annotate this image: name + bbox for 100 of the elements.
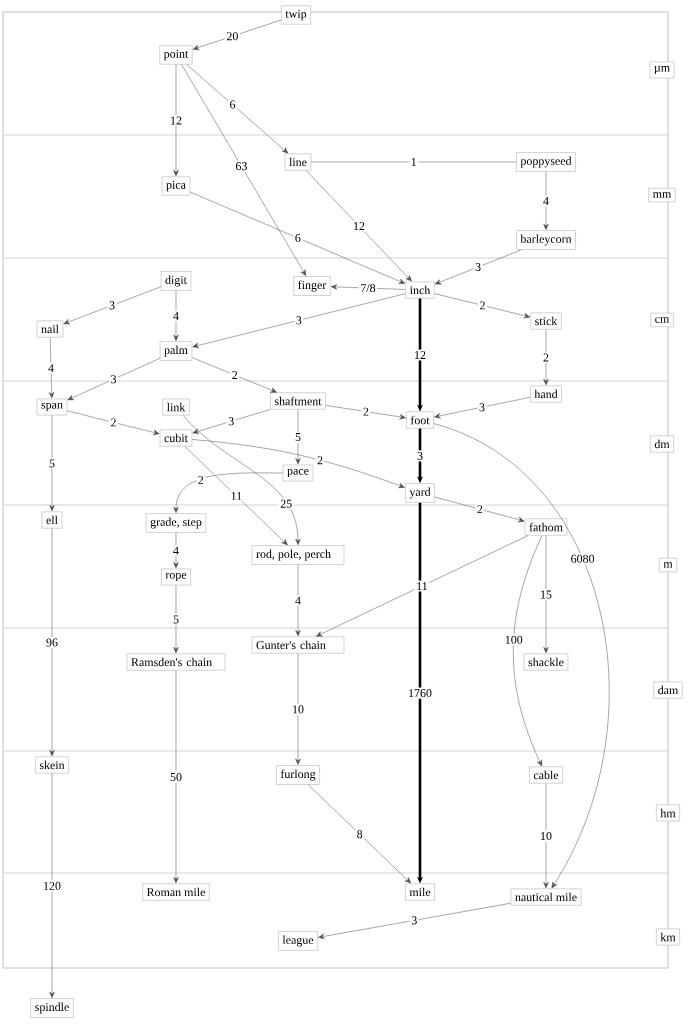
unit-box: pica	[161, 176, 191, 196]
arrow	[305, 170, 412, 282]
scale-label-box: m	[659, 557, 677, 573]
unit-box: nautical mile	[510, 888, 582, 906]
edge-label: 10	[538, 830, 554, 842]
arrow	[189, 191, 406, 284]
scale-label-box: cm	[650, 312, 674, 328]
arrow	[316, 535, 529, 637]
arrow	[173, 585, 179, 654]
unit-box: league	[278, 931, 318, 951]
unit-box: cubit	[159, 429, 193, 447]
edge-label: 4	[46, 362, 56, 374]
unit-box: point	[159, 45, 193, 65]
arrow	[433, 423, 610, 889]
edge-label: 2	[230, 369, 240, 381]
arrow	[192, 293, 406, 349]
unit-box: inch	[405, 281, 435, 299]
unit-box: fathom	[524, 518, 568, 536]
arrow	[434, 397, 531, 419]
scale-label-box: mm	[648, 187, 676, 203]
edge-label: 3	[477, 401, 487, 413]
edge-label: 3	[415, 450, 425, 462]
unit-box: finger	[293, 276, 331, 296]
arrow	[543, 535, 549, 654]
arrow	[543, 171, 549, 230]
scale-label-box: hm	[656, 804, 680, 822]
unit-box: nail	[36, 320, 64, 338]
unit-box: link	[162, 398, 190, 416]
edge-label: 3	[409, 914, 419, 926]
unit-box: rod, pole, perch	[251, 545, 345, 565]
arrow	[186, 64, 289, 154]
scale-label-box: km	[656, 928, 680, 946]
edge-label: 20	[224, 30, 240, 42]
unit-box: Gunter's chain	[251, 636, 345, 654]
arrow	[325, 405, 406, 420]
arrow	[48, 337, 55, 399]
edge-label: 12	[168, 115, 184, 126]
unit-box: span	[36, 398, 68, 416]
arrow	[182, 415, 301, 545]
unit-box: Ramsden's chain	[126, 653, 226, 671]
edge-label: 1	[409, 156, 419, 168]
edge-label: 2	[315, 454, 325, 466]
edge-label: 6080	[569, 553, 597, 565]
scale-label-box: µm	[649, 61, 675, 79]
unit-box: pace	[282, 464, 314, 482]
arrow	[184, 446, 288, 546]
scale-label-box: dm	[650, 435, 674, 453]
unit-box: grade, step	[145, 513, 207, 533]
edge-label: 7/8	[358, 282, 378, 294]
edge-label: 4	[171, 545, 181, 557]
edge-label: 5	[171, 614, 181, 625]
unit-box: shackle	[523, 653, 569, 671]
edge-label: 50	[168, 771, 184, 783]
arrow	[318, 903, 511, 940]
arrow	[173, 472, 284, 513]
edge-label: 15	[538, 589, 554, 601]
arrow	[191, 439, 405, 488]
edge-label: 12	[351, 220, 367, 232]
arrow	[49, 415, 55, 512]
unit-box: twip	[281, 5, 311, 25]
edge-label: 1760	[406, 687, 434, 699]
arrow	[67, 358, 161, 401]
arrow	[434, 293, 531, 319]
unit-box: hand	[530, 385, 562, 403]
edge-label: 11	[229, 490, 244, 502]
edge-label: 2	[541, 352, 551, 363]
unit-box: palm	[159, 341, 193, 361]
arrow	[434, 249, 522, 285]
edge-label: 4	[541, 195, 551, 207]
edge-label: 6	[293, 232, 303, 244]
arrow	[181, 64, 307, 276]
unit-box: ell	[41, 511, 63, 529]
edge-label: 8	[355, 828, 365, 840]
unit-box: digit	[160, 271, 192, 291]
edge-label: 3	[226, 415, 236, 427]
arrow	[543, 783, 549, 889]
edge-label: 5	[47, 458, 57, 469]
arrow	[295, 653, 301, 765]
arrow	[513, 535, 543, 767]
edge-label: 2	[361, 406, 371, 418]
edge-label: 3	[294, 314, 304, 326]
edge-label: 11	[414, 580, 430, 592]
unit-box: skein	[35, 756, 69, 774]
unit-box: shaftment	[270, 392, 326, 410]
edge-label: 4	[171, 310, 181, 322]
arrow	[330, 284, 406, 290]
arrow	[295, 409, 301, 465]
edge-label: 96	[44, 637, 60, 648]
unit-box: yard	[405, 483, 435, 503]
unit-box: line	[284, 153, 312, 171]
unit-box: cable	[529, 766, 563, 784]
edge-label: 3	[107, 299, 117, 311]
edge-label: 63	[233, 160, 249, 172]
unit-box: stick	[530, 312, 562, 330]
arrow	[543, 329, 549, 386]
edge-label: 2	[196, 474, 206, 486]
unit-box: spindle	[30, 998, 74, 1018]
unit-box: furlong	[276, 765, 320, 785]
arrow	[66, 410, 160, 436]
arrow	[191, 357, 277, 393]
